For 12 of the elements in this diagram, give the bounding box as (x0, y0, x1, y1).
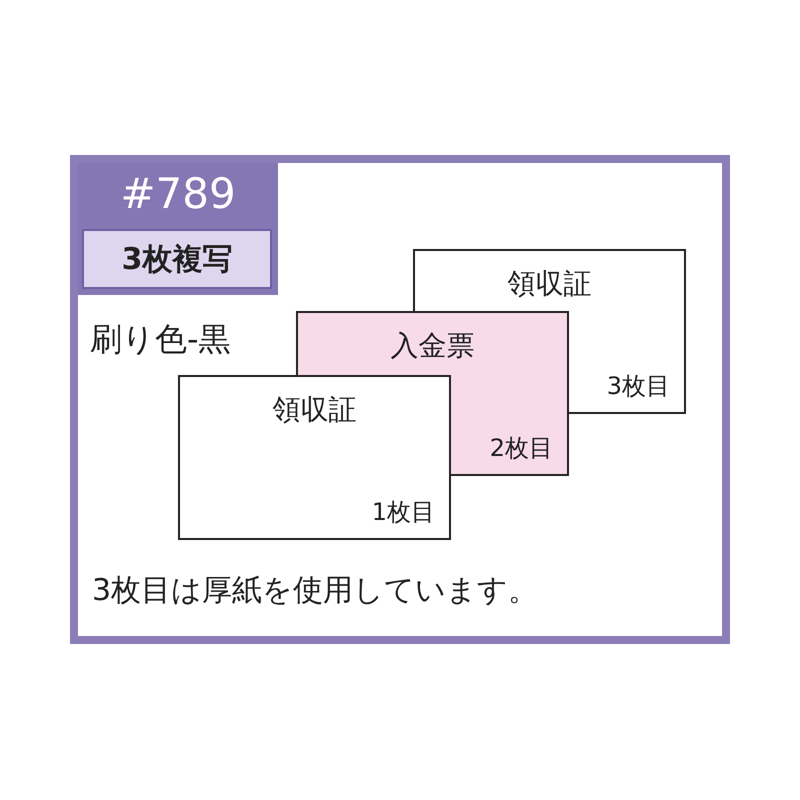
sheet-number: 2枚目 (490, 433, 553, 464)
sheet-number: 3枚目 (606, 371, 670, 402)
header-band (78, 163, 278, 295)
product-number: #789 (119, 169, 237, 219)
sheet-title: 領収証 (506, 266, 592, 302)
sheet-title: 入金票 (390, 328, 476, 364)
note-text: 3枚目は厚紙を使用しています。 (92, 572, 538, 610)
label-tag: 3枚複写 (82, 229, 272, 289)
sheet-title: 領収証 (272, 392, 358, 428)
form-sheet (178, 375, 451, 540)
sheet-number: 1枚目 (372, 497, 435, 528)
print-color-note: 刷り色-黒 (90, 319, 231, 360)
